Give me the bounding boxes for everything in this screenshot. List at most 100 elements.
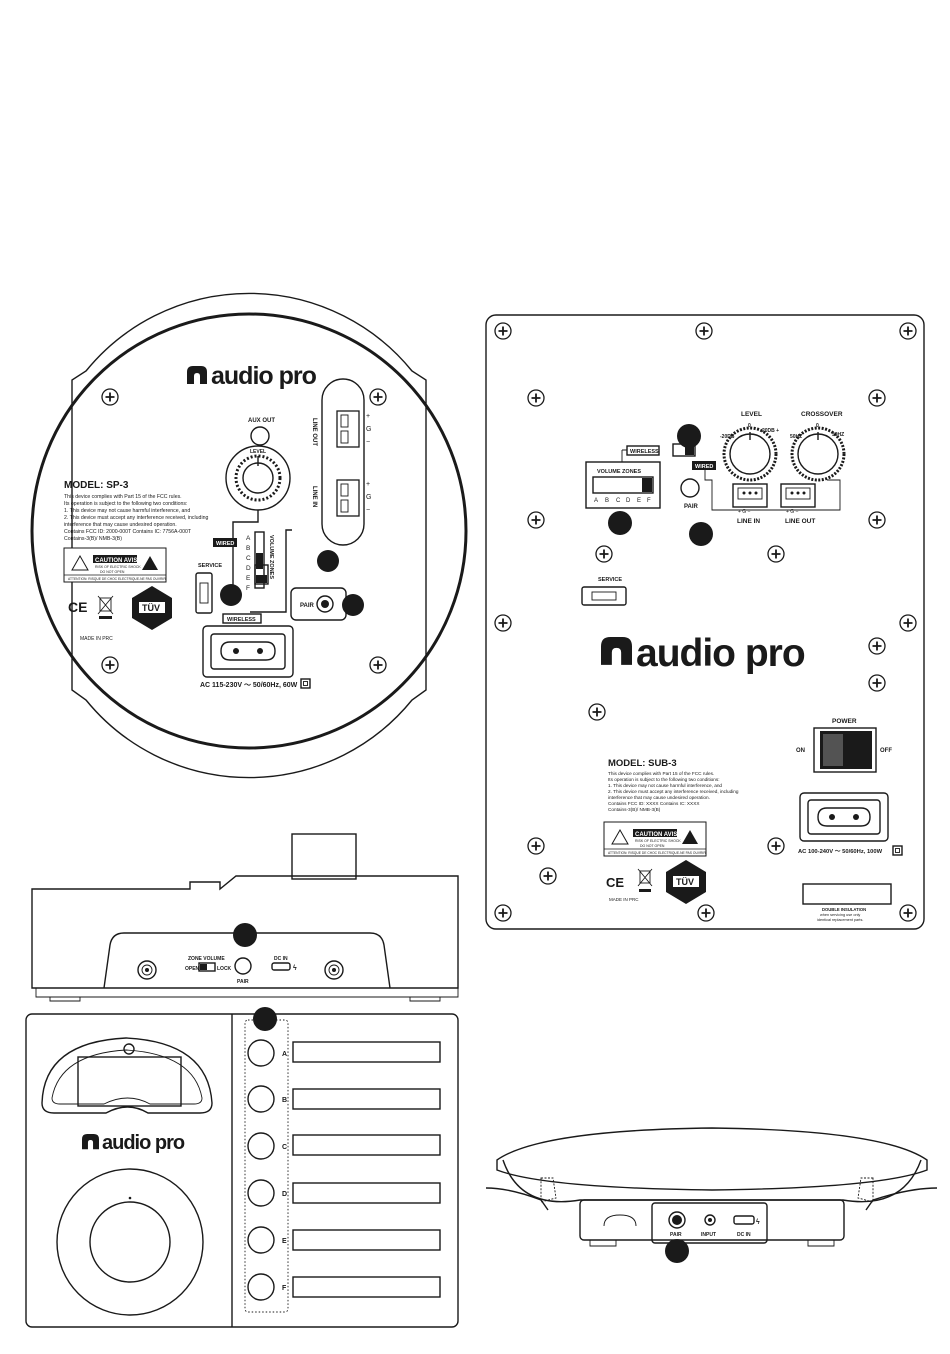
zone-button-f[interactable] [247,1273,275,1301]
sub3-ac-inlet[interactable] [807,799,881,835]
callout-dot [677,424,701,448]
zone-volume-switch[interactable] [198,962,216,972]
dock-side-view: ZONE VOLUME OPEN LOCK PAIR DC IN ϟ [31,833,459,1002]
zone-letter: B [282,1097,287,1104]
terminal-mark: − [366,507,370,514]
zone-letter: A [282,1051,287,1058]
speaker-dc-in-port[interactable] [733,1215,755,1225]
sp3-line-pill [321,378,365,546]
sub3-volume-zone-switch[interactable] [592,476,654,494]
dock-pair-button[interactable] [234,957,252,975]
sub3-wired-label: WIRED [695,464,713,470]
sub3-line-in-terminal[interactable] [732,483,768,508]
caution-bottom: ATTENTION: RISQUE DE CHOC ELECTRIQUE-NE … [608,851,706,855]
speaker-pair-button[interactable] [668,1211,686,1229]
aux-out-jack[interactable] [250,426,270,446]
sp3-ac-inlet[interactable] [210,633,286,670]
compliance-line: interference that may cause undesired op… [64,522,177,528]
power-switch[interactable] [813,727,877,773]
zone-volume-label: ZONE VOLUME [188,956,225,962]
callout-dot [665,1239,689,1263]
sp3-mode-switch[interactable] [254,564,269,585]
zone-letter: F [282,1285,287,1292]
sub3-line-in-label: LINE IN [737,518,760,525]
sp3-wired-tag [213,538,237,547]
sp3-wired-label: WIRED [216,541,234,547]
terminal-mark: G [366,426,371,433]
insulation-note: identical replacement parts. [817,918,863,922]
sp3-ac-frame [202,625,294,678]
terminal-marks: + G − [738,509,751,515]
line-in-terminal[interactable] [336,479,360,517]
tuv-mark-icon: TÜV [666,860,706,904]
callout-dot [608,511,632,535]
zone-name-field[interactable] [292,1229,441,1251]
zone-letter: C [616,498,621,504]
sub3-crossover-label: CROSSOVER [801,411,843,418]
sub3-wired-tag [692,461,716,470]
sub3-model: MODEL: SUB-3 [608,758,677,769]
insulation-note: when servicing use only [820,913,860,917]
sub3-level-knob[interactable] [722,426,778,482]
zone-letter: E [246,575,251,582]
zone-name-field[interactable] [292,1134,441,1156]
lightning-icon: ϟ [756,1219,760,1226]
tuv-label: TÜV [676,877,694,887]
zone-letter: F [246,585,250,592]
sp3-volume-zone-switch[interactable] [254,531,265,589]
tuv-mark-icon: TÜV [132,586,172,630]
speaker-input-label: INPUT [701,1232,716,1238]
zone-button-b[interactable] [247,1085,275,1113]
sp3-service-usb-port[interactable] [195,572,213,614]
sp3-ac-rating: AC 115-230V ～ 50/60Hz, 60W [200,682,298,689]
weee-bin-icon [637,868,653,892]
antenna-connector-icon [324,960,344,980]
zone-letter: F [647,498,651,504]
sub3-pair-label: PAIR [684,504,699,510]
sub3-caution-label: CAUTION AVIS RISK OF ELECTRIC SHOCK DO N… [603,821,707,857]
zone-button-d[interactable] [247,1179,275,1207]
sub3-pair-button[interactable] [680,478,700,498]
power-on-label: ON [796,748,805,754]
line-out-terminal[interactable] [336,410,360,448]
sub3-crossover-knob[interactable] [790,426,846,482]
sp3-wireless-tag [222,613,262,624]
tuv-label: TÜV [142,603,160,613]
remote-indicator [123,1043,135,1055]
compliance-line: Contains FCC ID: 2000-000T Contains IC: … [64,529,192,535]
sub3-ac-rating: AC 100-240V ～ 50/60Hz, 100W [798,849,883,855]
knob-mark: 0 [748,423,751,429]
sp3-screw-icon [101,656,119,674]
sub3-service-usb-port[interactable] [581,586,627,606]
sp3-service-label: SERVICE [198,563,222,569]
remote-volume-dial[interactable] [56,1168,204,1316]
zone-letter: B [605,498,609,504]
zone-button-c[interactable] [247,1132,275,1160]
caution-line: RISK OF ELECTRIC SHOCK [95,565,141,569]
zone-name-field[interactable] [292,1182,441,1204]
zone-button-e[interactable] [247,1226,275,1254]
caution-line: RISK OF ELECTRIC SHOCK [635,839,681,843]
sub3-service-label: SERVICE [598,577,622,583]
sub3-line-out-terminal[interactable] [780,483,816,508]
sp3-wire [232,510,259,586]
sub3-made-in: MADE IN PRC [609,897,639,902]
power-off-label: OFF [880,748,892,754]
compliance-line: 1. This device may not cause harmful int… [64,508,190,514]
zone-letter: A [594,498,598,504]
zone-name-field[interactable] [292,1276,441,1298]
callout-dot [233,923,257,947]
dc-in-port[interactable] [271,962,291,971]
sp3-screw-icon [101,388,119,406]
zone-button-a[interactable] [247,1039,275,1067]
speaker-input-jack[interactable] [704,1214,716,1226]
compliance-line: 2. This device must accept any interfere… [64,515,208,521]
sp3-pair-button[interactable] [316,595,334,613]
zone-buttons-group [244,1019,289,1313]
zone-name-field[interactable] [292,1041,441,1063]
zone-name-field[interactable] [292,1088,441,1110]
double-insulation-icon [300,678,311,689]
sp3-level-knob[interactable] [225,445,291,511]
callout-dot [342,594,364,616]
